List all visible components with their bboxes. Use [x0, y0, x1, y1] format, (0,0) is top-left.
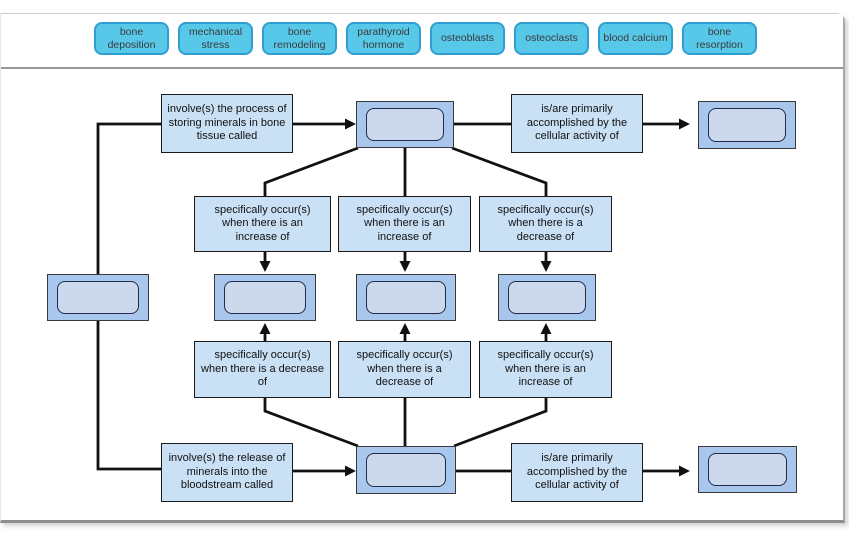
term-chip-osteoblasts[interactable]: osteoblasts	[430, 22, 505, 55]
term-bank: bone deposition mechanical stress bone r…	[1, 14, 843, 67]
drop-slot-middle-1-target[interactable]	[224, 281, 306, 314]
statement-deposition-process: involve(s) the process of storing minera…	[161, 94, 293, 153]
connector-layer	[96, 118, 690, 477]
connector-bottom-slot-branch-3	[453, 398, 548, 448]
drop-slot-middle-3[interactable]	[498, 274, 596, 321]
drop-slot-bottom-right-target[interactable]	[708, 453, 787, 486]
drop-slot-top-right-target[interactable]	[708, 108, 786, 142]
drop-slot-bottom-target[interactable]	[366, 453, 446, 487]
statement-top-cellular-activity: is/are primarily accomplished by the cel…	[511, 94, 643, 153]
term-chip-parathyroid-hormone[interactable]: parathyroid hormone	[346, 22, 421, 55]
header-divider	[1, 67, 843, 69]
connector-top-slot-branch-3	[451, 146, 548, 196]
drop-slot-middle-1[interactable]	[214, 274, 316, 321]
drop-slot-bottom[interactable]	[356, 446, 456, 494]
drop-slot-top-right[interactable]	[698, 101, 796, 149]
connector-top-slot-branch-1	[263, 146, 359, 196]
drop-slot-middle-2-target[interactable]	[366, 281, 446, 314]
term-chip-bone-remodeling[interactable]: bone remodeling	[262, 22, 337, 55]
connector-left-to-bottom-statement	[96, 321, 161, 471]
statement-upper-condition-1: specifically occur(s) when there is an i…	[194, 196, 331, 252]
drop-slot-middle-2[interactable]	[356, 274, 456, 321]
drop-slot-middle-3-target[interactable]	[508, 281, 586, 314]
term-chip-bone-resorption[interactable]: bone resorption	[682, 22, 757, 55]
exercise-window: bone deposition mechanical stress bone r…	[0, 13, 845, 523]
drop-slot-top[interactable]	[356, 101, 454, 148]
statement-upper-condition-3: specifically occur(s) when there is a de…	[479, 196, 612, 252]
term-chip-bone-deposition[interactable]: bone deposition	[94, 22, 169, 55]
drop-slot-top-target[interactable]	[366, 108, 444, 141]
statement-lower-condition-1: specifically occur(s) when there is a de…	[194, 341, 331, 398]
term-chip-blood-calcium[interactable]: blood calcium	[598, 22, 673, 55]
connector-bottom-slot-branch-1	[263, 398, 359, 448]
drop-slot-bottom-right[interactable]	[698, 446, 797, 493]
statement-bottom-cellular-activity: is/are primarily accomplished by the cel…	[511, 443, 643, 502]
statement-lower-condition-2: specifically occur(s) when there is a de…	[338, 341, 471, 398]
statement-lower-condition-3: specifically occur(s) when there is an i…	[479, 341, 612, 398]
drop-slot-left[interactable]	[47, 274, 149, 321]
statement-resorption-process: involve(s) the release of minerals into …	[161, 443, 293, 502]
statement-upper-condition-2: specifically occur(s) when there is an i…	[338, 196, 471, 252]
concept-map-canvas: involve(s) the process of storing minera…	[1, 69, 843, 520]
drop-slot-left-target[interactable]	[57, 281, 139, 314]
term-chip-mechanical-stress[interactable]: mechanical stress	[178, 22, 253, 55]
connector-left-to-top-statement	[96, 122, 161, 274]
term-chip-osteoclasts[interactable]: osteoclasts	[514, 22, 589, 55]
